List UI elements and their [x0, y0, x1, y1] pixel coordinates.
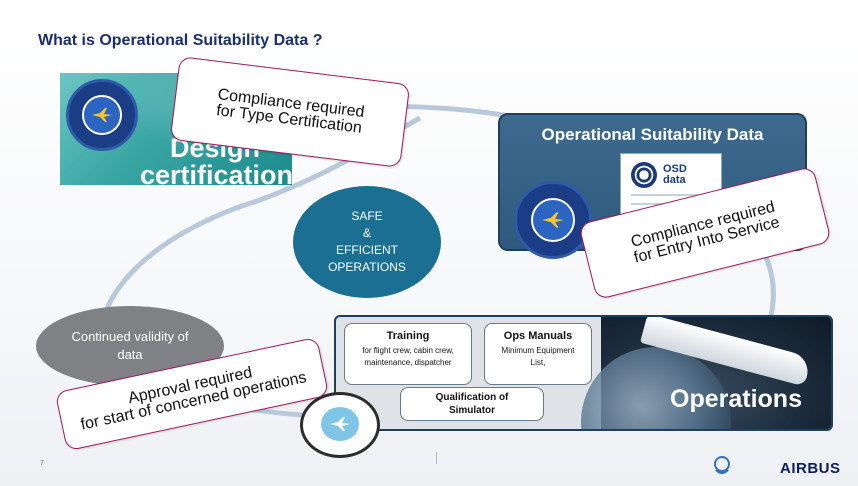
- approved-seal-icon: [514, 181, 592, 259]
- training-description: for flight crew, cabin crew, maintenance…: [362, 346, 454, 367]
- safe-efficient-operations-circle: SAFE & EFFICIENT OPERATIONS: [293, 186, 441, 298]
- osd-document-label: OSD data: [663, 163, 687, 186]
- approved-seal-icon: [300, 392, 380, 458]
- footer-divider: [436, 452, 437, 464]
- ops-manuals-box: Ops Manuals Minimum Equipment List,: [484, 323, 592, 385]
- page-number: 7: [40, 460, 44, 467]
- operations-label: Operations: [670, 385, 802, 413]
- approved-seal-icon: [66, 79, 138, 151]
- simulator-box: Qualification of Simulator: [400, 387, 544, 421]
- aircraft-photo: Operations: [581, 317, 831, 429]
- easa-logo-icon: [631, 162, 657, 188]
- simulator-label: Qualification of Simulator: [435, 392, 509, 416]
- ops-manuals-description: Minimum Equipment List,: [501, 346, 575, 367]
- airbus-logo: AIRBUS: [780, 460, 841, 477]
- ops-manuals-title: Ops Manuals: [503, 330, 573, 342]
- slide-title: What is Operational Suitability Data ?: [38, 32, 323, 49]
- airbus-emblem-icon: [714, 456, 730, 474]
- operations-panel: Operations Training for flight crew, cab…: [334, 315, 833, 431]
- training-title: Training: [386, 330, 430, 342]
- osd-panel-title: Operational Suitability Data: [541, 125, 764, 144]
- training-box: Training for flight crew, cabin crew, ma…: [344, 323, 472, 385]
